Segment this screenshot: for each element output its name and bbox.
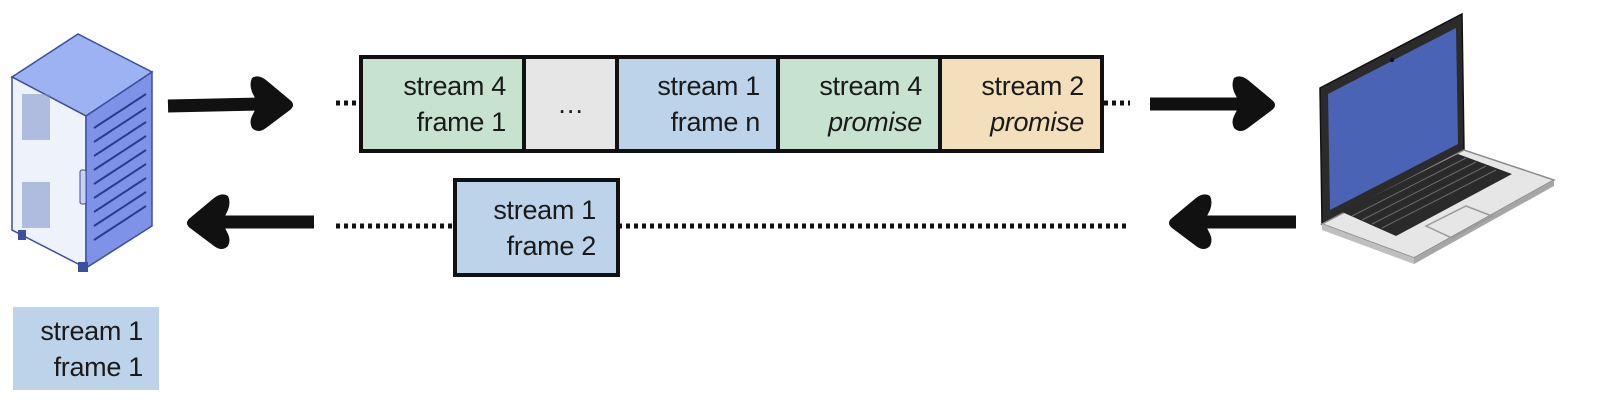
- frame-detail-label: frame 1: [53, 351, 144, 382]
- incoming-frame-box: stream 1 frame 2: [453, 178, 620, 277]
- frame-stream-label: stream 1: [493, 194, 596, 225]
- server-rack-icon: [10, 33, 154, 272]
- frame-detail-label: frame 1: [416, 107, 507, 137]
- frame-stream-label: stream 2: [981, 71, 1084, 101]
- arrow-right-icon: [167, 76, 293, 131]
- frame-detail-label: frame 2: [506, 230, 597, 261]
- frame-box-stream4-promise: stream 4 promise: [780, 59, 938, 149]
- frame-box-stream1-framen: stream 1 frame n: [619, 59, 776, 149]
- frame-stream-label: stream 4: [403, 71, 506, 101]
- arrow-left-icon: [1169, 194, 1296, 249]
- arrow-right-icon: [1150, 76, 1275, 131]
- frame-detail-label: frame n: [670, 107, 761, 137]
- outgoing-frame-queue: stream 4 frame 1 … stream 1 frame n stre…: [359, 55, 1104, 153]
- frame-stream-label: stream 4: [819, 71, 922, 101]
- laptop-icon: [1319, 12, 1556, 264]
- frame-box-stream2-promise: stream 2 promise: [942, 59, 1100, 149]
- frame-stream-label: stream 1: [657, 71, 760, 101]
- frame-detail-label: promise: [828, 107, 922, 137]
- frame-box-stream4-frame1: stream 4 frame 1: [363, 59, 522, 149]
- frame-detail-label: promise: [990, 107, 1084, 137]
- ellipsis-label: …: [557, 89, 584, 119]
- queued-frame-box: stream 1 frame 1: [13, 307, 159, 390]
- frame-stream-label: stream 1: [40, 315, 143, 346]
- frame-box-ellipsis: …: [526, 59, 615, 149]
- arrow-left-icon: [187, 194, 314, 249]
